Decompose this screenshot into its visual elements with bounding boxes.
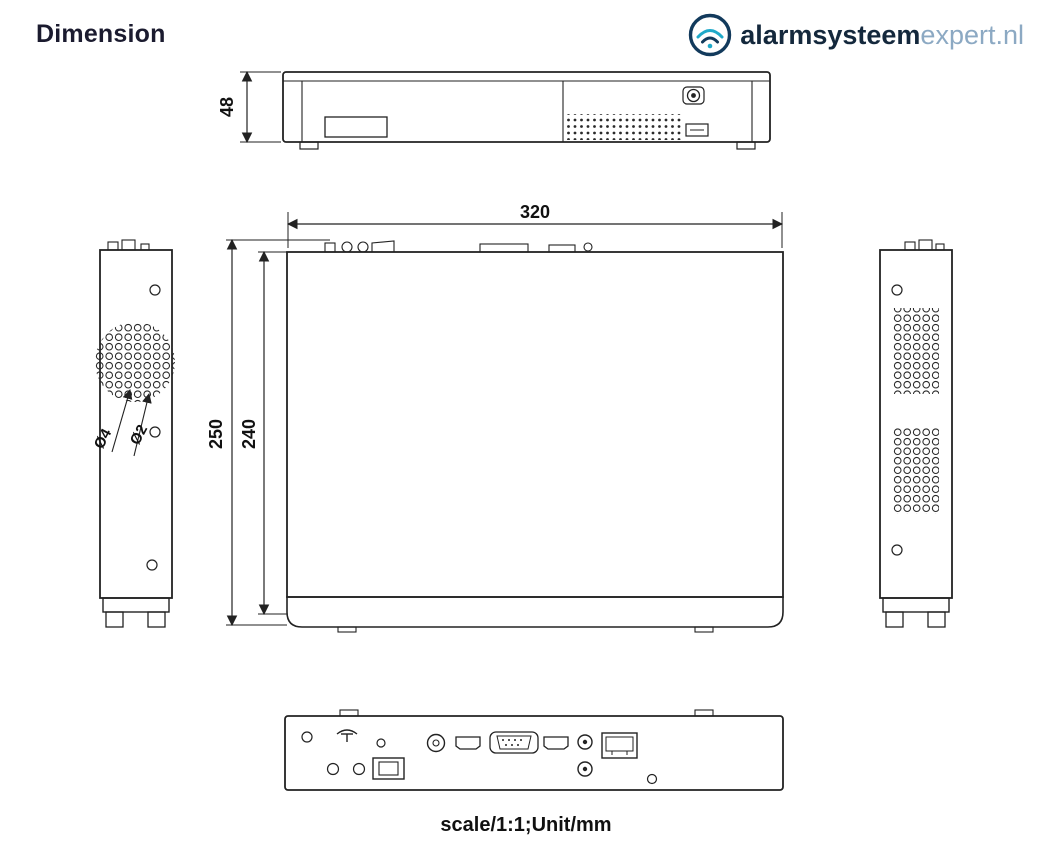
- top-view: 320 250 240: [206, 202, 784, 633]
- rca-jack-2: [577, 761, 593, 777]
- dc-power-jack: [426, 733, 446, 753]
- scale-note: scale/1:1;Unit/mm: [440, 814, 612, 836]
- power-switch: [372, 757, 405, 780]
- brand-logo-icon: [689, 13, 732, 57]
- left-side-view: Ø4 Ø2: [91, 239, 175, 628]
- dim-label-48: 48: [217, 97, 237, 117]
- hdmi-port-2: [543, 736, 569, 750]
- dim-label-250: 250: [206, 419, 226, 449]
- brand-name-bold: alarmsysteem: [740, 19, 921, 50]
- rear-view: [284, 709, 784, 791]
- dim-label-dia4: Ø4: [91, 425, 116, 451]
- front-view: [282, 71, 771, 150]
- brand-name-tld: .nl: [995, 19, 1024, 50]
- right-side-view: [879, 239, 953, 628]
- brand-logo-text: alarmsysteemexpert.nl: [740, 19, 1024, 50]
- vga-port: [489, 731, 539, 754]
- page-title: Dimension: [36, 20, 166, 48]
- dim-label-320: 320: [520, 202, 550, 222]
- dim-label-dia2: Ø2: [127, 422, 151, 448]
- ethernet-port: [601, 732, 638, 759]
- rca-jack-1: [577, 734, 593, 750]
- brand-name-light: expert: [920, 19, 996, 50]
- dimension-front-height: 48: [217, 70, 281, 144]
- side-fan-vent: [95, 322, 175, 402]
- dim-label-240: 240: [239, 419, 259, 449]
- brand-logo: alarmsysteemexpert.nl: [687, 12, 1024, 58]
- power-button: [686, 88, 701, 103]
- hdmi-port-1: [455, 736, 481, 750]
- side-vent-upper: [893, 308, 939, 394]
- front-vent-grille: [566, 114, 682, 140]
- ground-terminal: [336, 729, 358, 735]
- usb-port: [685, 123, 709, 137]
- side-vent-lower: [893, 428, 939, 514]
